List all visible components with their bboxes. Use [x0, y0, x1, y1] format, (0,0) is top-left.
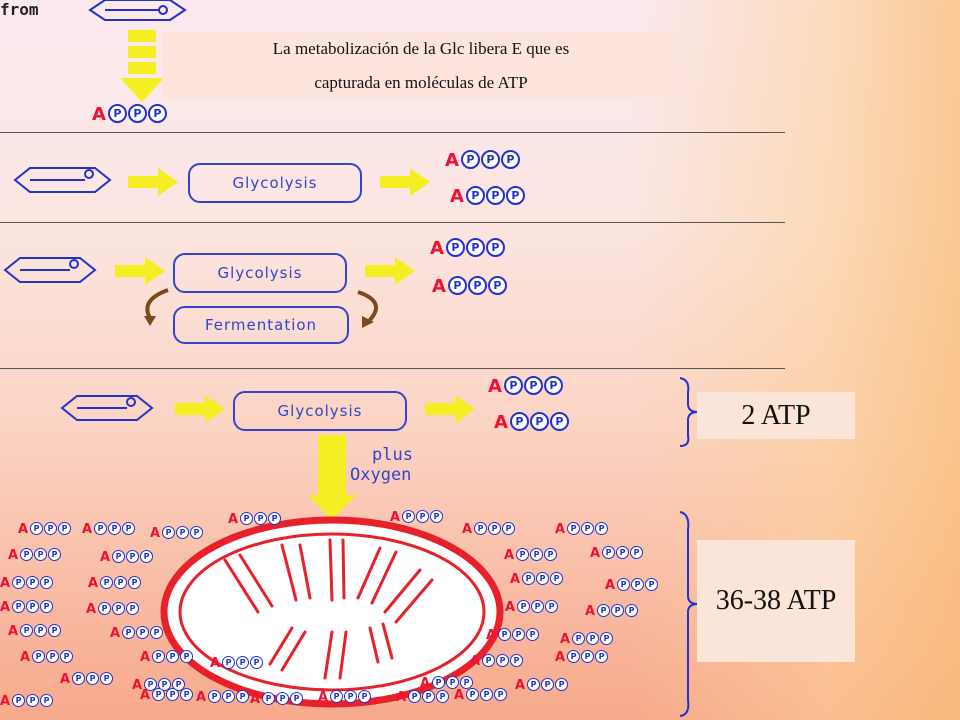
caption-line-1: La metabolización de la Glc libera E que… — [272, 39, 570, 58]
plus-oxygen-label: plus Oxygen — [350, 445, 413, 485]
yellow-arrow-row2-b — [380, 168, 430, 196]
partial-label-from: from — [0, 0, 39, 19]
oxygen-label: Oxygen — [350, 465, 412, 485]
phosphate-icon: P — [127, 104, 147, 123]
plus-label: plus — [372, 445, 413, 465]
yellow-down-arrow-oxygen — [308, 435, 356, 520]
glycolysis-box-row2: Glycolysis — [188, 163, 362, 203]
glucose-icon-top — [88, 0, 187, 21]
glucose-icon-row2 — [13, 167, 112, 193]
adenosine-label: A — [92, 104, 106, 125]
divider-1 — [0, 132, 785, 133]
glycolysis-box-row4: Glycolysis — [233, 391, 407, 431]
divider-2 — [0, 222, 785, 223]
glucose-icon-row3 — [3, 257, 97, 283]
yellow-arrow-row3-b — [365, 257, 415, 285]
yield-36-38-atp: 36-38 ATP — [697, 540, 855, 662]
phosphate-icon: P — [147, 104, 167, 123]
fermentation-box: Fermentation — [173, 306, 349, 344]
bracket-36atp — [679, 511, 699, 717]
yellow-down-arrow-top — [120, 30, 164, 102]
yellow-arrow-row3-a — [115, 257, 165, 285]
caption-line-2: capturada en moléculas de ATP — [314, 73, 528, 92]
yellow-arrow-row4-b — [425, 395, 475, 423]
glucose-icon-row4 — [60, 395, 154, 421]
mitochondrion-icon — [160, 516, 504, 708]
glycolysis-box-row3: Glycolysis — [173, 253, 347, 293]
bracket-2atp — [679, 377, 699, 447]
divider-3 — [0, 368, 785, 369]
yellow-arrow-row4-a — [175, 395, 225, 423]
curved-arrows — [144, 288, 378, 328]
yield-2-atp: 2 ATP — [697, 392, 855, 439]
yellow-arrow-row2-a — [128, 168, 178, 196]
phosphate-icon: P — [107, 104, 127, 123]
caption-box: La metabolización de la Glc libera E que… — [162, 32, 680, 98]
